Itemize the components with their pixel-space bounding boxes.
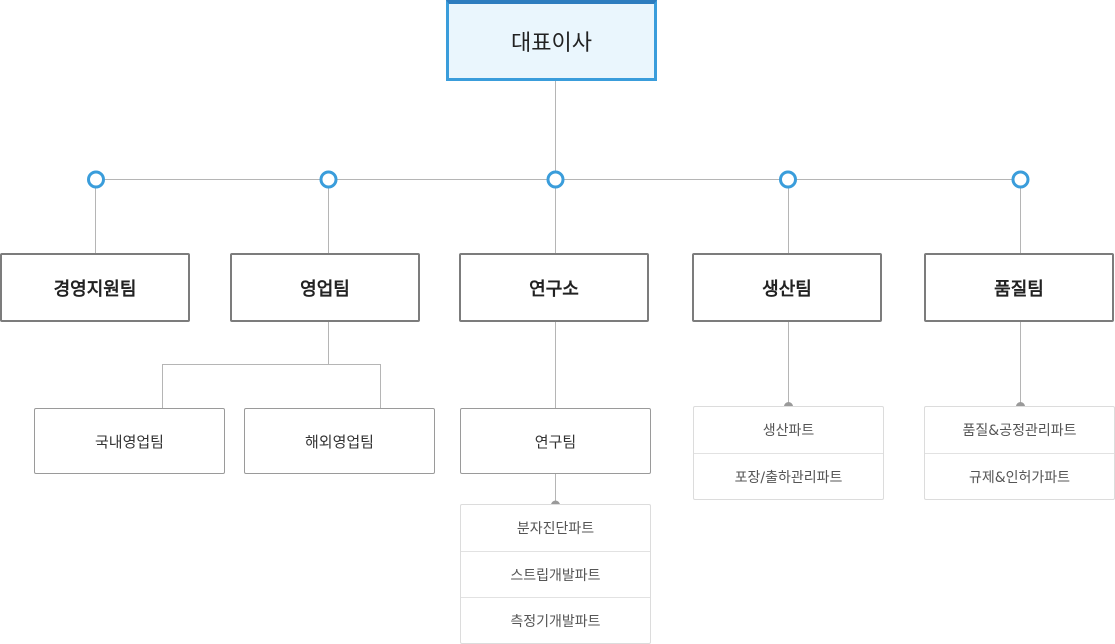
part-item-packing-shipping: 포장/출하관리파트 <box>694 453 883 499</box>
node-ring-quality <box>1011 170 1030 189</box>
part-list-research: 분자진단파트 스트립개발파트 측정기개발파트 <box>460 504 651 644</box>
subteam-box-overseas-sales: 해외영업팀 <box>244 408 435 474</box>
team-label-research: 연구소 <box>529 278 579 300</box>
team-box-research: 연구소 <box>459 253 649 322</box>
node-ring-sales <box>319 170 338 189</box>
team-label-quality: 품질팀 <box>994 278 1044 300</box>
team-box-quality: 품질팀 <box>924 253 1114 322</box>
part-item-regulatory-licensing: 규제&인허가파트 <box>925 453 1114 499</box>
ceo-label: 대표이사 <box>511 31 592 56</box>
team-label-sales: 영업팀 <box>300 278 350 300</box>
subteam-label-domestic-sales: 국내영업팀 <box>94 432 164 451</box>
part-item-quality-process: 품질&공정관리파트 <box>962 423 1077 439</box>
part-list-quality: 품질&공정관리파트 규제&인허가파트 <box>924 406 1115 500</box>
part-item-molecular-diagnostics: 분자진단파트 <box>516 521 595 537</box>
team-box-sales: 영업팀 <box>230 253 420 322</box>
team-label-management: 경영지원팀 <box>53 278 137 300</box>
ceo-box: 대표이사 <box>446 0 657 81</box>
subteam-box-research: 연구팀 <box>460 408 651 474</box>
node-ring-management <box>87 170 105 189</box>
team-label-production: 생산팀 <box>762 278 812 300</box>
subteam-box-domestic-sales: 국내영업팀 <box>34 408 225 474</box>
part-item-production: 생산파트 <box>762 423 815 439</box>
part-list-production: 생산파트 포장/출하관리파트 <box>693 406 884 500</box>
subteam-label-overseas-sales: 해외영업팀 <box>304 432 374 451</box>
team-box-management: 경영지원팀 <box>0 253 190 322</box>
team-box-production: 생산팀 <box>692 253 882 322</box>
node-ring-research <box>546 170 565 189</box>
node-ring-production <box>779 170 797 189</box>
part-item-meter-development: 측정기개발파트 <box>461 597 650 643</box>
subteam-label-research: 연구팀 <box>534 432 577 451</box>
part-item-strip-development: 스트립개발파트 <box>461 551 650 597</box>
